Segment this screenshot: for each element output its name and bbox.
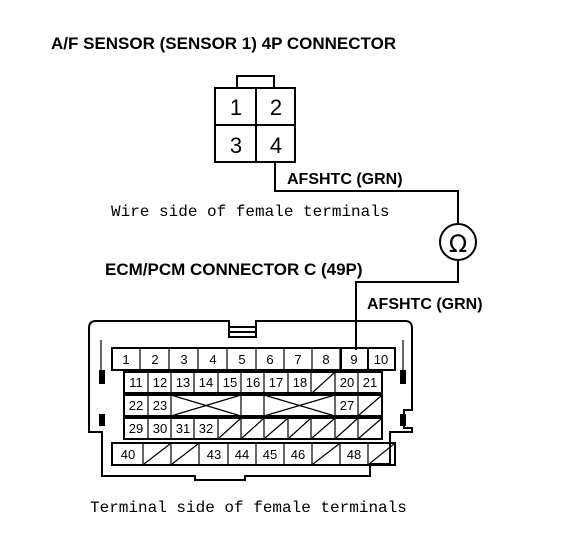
ecm-pin: 30	[153, 421, 167, 436]
ecm-pin: 8	[322, 352, 329, 367]
ecm-pin: 22	[129, 398, 143, 413]
ecm-pin: 27	[340, 398, 354, 413]
ecm-pin: 46	[291, 447, 305, 462]
ecm-pin: 15	[223, 375, 237, 390]
ecm-pin: 40	[121, 447, 135, 462]
ecm-connector-title: ECM/PCM CONNECTOR C (49P)	[105, 260, 363, 279]
ecm-pin: 45	[263, 447, 277, 462]
sensor-pin: 4	[270, 133, 282, 158]
sensor-pin: 1	[230, 95, 242, 120]
ohm-icon: Ω	[449, 230, 467, 258]
ecm-pin: 10	[374, 352, 388, 367]
ecm-caption: Terminal side of female terminals	[90, 499, 407, 517]
ecm-pin: 21	[363, 375, 377, 390]
upper-wire-label: AFSHTC (GRN)	[287, 171, 403, 188]
sensor-4p-connector: 1 2 3 4	[214, 75, 296, 163]
ecm-pin: 2	[151, 352, 158, 367]
ecm-pin: 3	[180, 352, 187, 367]
ecm-pin: 11	[129, 375, 143, 390]
sensor-caption: Wire side of female terminals	[111, 203, 389, 221]
sensor-connector-title: A/F SENSOR (SENSOR 1) 4P CONNECTOR	[51, 34, 396, 53]
ecm-49p-connector: 1 2 3 4 5 6 7 8 9 10 11 12 13 14 15 16 1…	[88, 320, 413, 481]
ecm-pin: 18	[293, 375, 307, 390]
ecm-pin: 5	[238, 352, 245, 367]
ecm-pin: 17	[269, 375, 283, 390]
sensor-pin: 3	[230, 133, 242, 158]
ecm-pin: 7	[294, 352, 301, 367]
ecm-pin: 29	[129, 421, 143, 436]
ecm-pin: 43	[207, 447, 221, 462]
ecm-pin: 4	[209, 352, 216, 367]
lower-wire	[355, 260, 459, 350]
ecm-pin: 16	[246, 375, 260, 390]
ecm-connector-latch	[228, 326, 257, 338]
ecm-pin: 44	[235, 447, 249, 462]
ecm-pin: 20	[340, 375, 354, 390]
ecm-pin: 12	[153, 375, 167, 390]
ecm-pin: 1	[122, 352, 129, 367]
ecm-pin: 13	[176, 375, 190, 390]
ecm-pin: 6	[266, 352, 273, 367]
ecm-pin: 31	[176, 421, 190, 436]
ecm-pin: 32	[199, 421, 213, 436]
upper-wire	[274, 162, 459, 224]
ecm-pin: 23	[153, 398, 167, 413]
sensor-pin: 2	[270, 95, 282, 120]
sensor-connector-latch	[236, 75, 275, 89]
lower-wire-label: AFSHTC (GRN)	[367, 296, 483, 313]
ecm-pin: 14	[199, 375, 213, 390]
ecm-connector-shell	[88, 320, 413, 481]
ecm-pin: 48	[347, 447, 361, 462]
ecm-pin-9: 9	[350, 352, 357, 367]
